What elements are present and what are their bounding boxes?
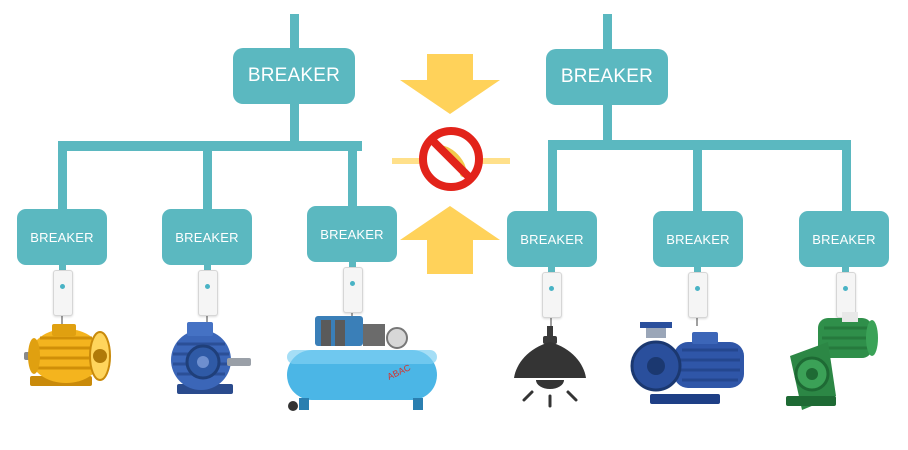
sensor-1 — [53, 270, 73, 316]
sub-breaker-2: BREAKER — [162, 209, 252, 265]
up-arrow-icon — [400, 206, 500, 274]
sensor-2 — [198, 270, 218, 316]
blue-electric-motor-icon — [171, 322, 251, 394]
sensor-3 — [343, 267, 363, 313]
yellow-electric-motor-icon — [24, 324, 111, 386]
sub-breaker-5: BREAKER — [653, 211, 743, 267]
main-breaker-left: BREAKER — [233, 48, 355, 104]
wire-lines — [58, 14, 851, 212]
sub-breaker-6: BREAKER — [799, 211, 889, 267]
sub-breaker-4: BREAKER — [507, 211, 597, 267]
down-arrow-icon — [400, 54, 500, 114]
pendant-lamp-icon — [514, 326, 586, 408]
sub-breaker-1: BREAKER — [17, 209, 107, 265]
sensor-4 — [542, 272, 562, 318]
prohibition-icon — [419, 127, 483, 191]
main-breaker-right: BREAKER — [546, 49, 668, 105]
water-pump-icon — [630, 322, 744, 404]
sensor-links — [59, 261, 849, 272]
green-gear-motor-icon — [786, 312, 878, 410]
air-compressor-icon: ABAC — [287, 316, 437, 411]
sub-breaker-3: BREAKER — [307, 206, 397, 262]
sensor-5 — [688, 272, 708, 318]
